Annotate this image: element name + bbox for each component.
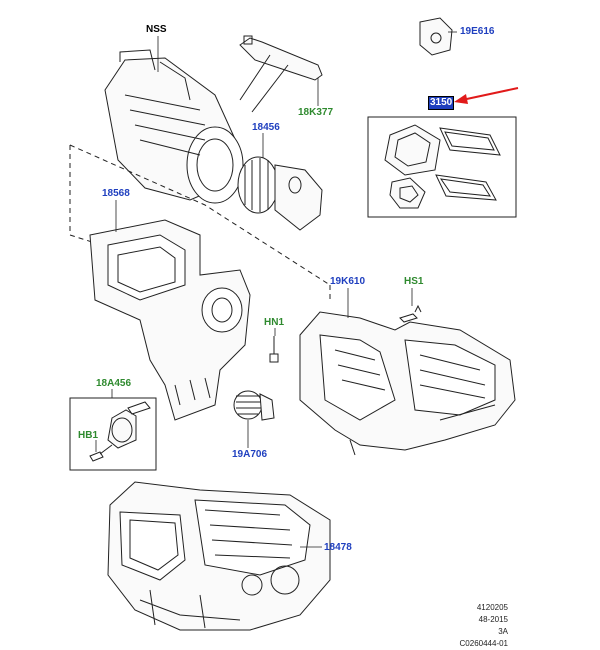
screw-hs1-drawing <box>399 304 422 323</box>
callout-18a456[interactable]: 18A456 <box>96 378 132 389</box>
callout-19a706[interactable]: 19A706 <box>232 449 268 460</box>
footer-ref-line-4: C0260444-01 <box>459 639 508 648</box>
callout-18k377[interactable]: 18K377 <box>298 107 334 118</box>
resistor-drawing <box>233 390 275 421</box>
callout-18568[interactable]: 18568 <box>102 188 130 199</box>
callout-19e616[interactable]: 19E616 <box>460 26 495 37</box>
red-pointer-arrow <box>454 87 519 104</box>
callout-19k610[interactable]: 19K610 <box>330 276 366 287</box>
leader-lines <box>95 31 457 548</box>
callout-18456[interactable]: 18456 <box>252 122 280 133</box>
evaporator-case-drawing <box>299 311 516 456</box>
footer-ref-line-1: 4120205 <box>476 603 508 612</box>
footer-ref-line-2: 48-2015 <box>478 615 508 624</box>
blower-housing-drawing <box>104 49 244 204</box>
callout-18478[interactable]: 18478 <box>324 542 352 553</box>
callout-hn1[interactable]: HN1 <box>264 317 285 328</box>
callout-selected-part[interactable]: 3150 <box>428 96 455 110</box>
callout-hb1[interactable]: HB1 <box>78 430 99 441</box>
callout-nss: NSS <box>146 24 167 35</box>
blower-motor-drawing <box>237 156 323 231</box>
callout-hs1[interactable]: HS1 <box>404 276 424 287</box>
footer-ref-line-3: 3A <box>498 627 508 636</box>
kit-box-18a456 <box>69 397 157 471</box>
filter-kit-box <box>367 116 517 218</box>
actuator-drawing <box>419 17 453 56</box>
nut-hn1-drawing <box>269 336 279 363</box>
complete-assembly-drawing <box>107 481 331 631</box>
bracket-drawing <box>239 35 323 113</box>
heater-housing-drawing <box>89 219 251 421</box>
